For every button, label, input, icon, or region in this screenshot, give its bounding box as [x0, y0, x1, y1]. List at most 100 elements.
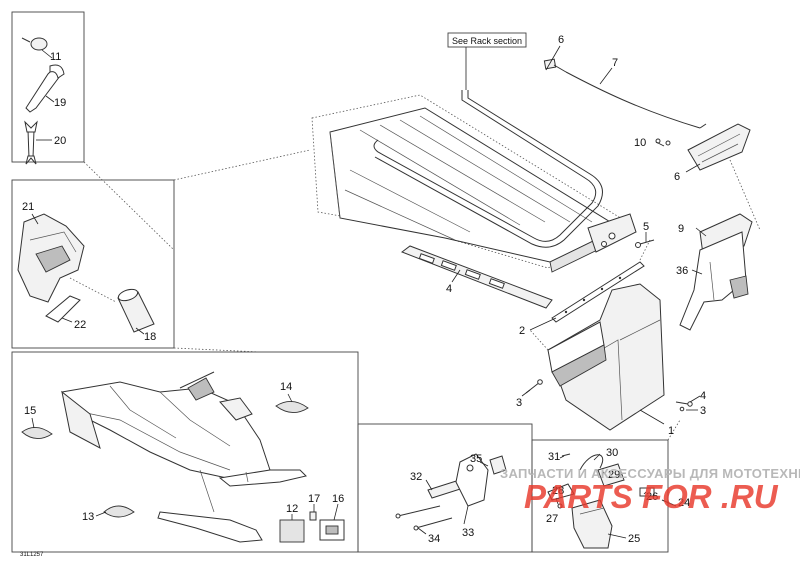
- part-34-bolt: [415, 517, 453, 529]
- part-14-decal: [103, 505, 135, 518]
- license-inset: [547, 453, 677, 549]
- frame-connector: [667, 419, 681, 441]
- screw-4: [675, 401, 689, 405]
- cover-vent: [35, 245, 71, 273]
- callout-14: 13: [82, 511, 94, 523]
- leader-29: [601, 471, 605, 475]
- harness-wire: [565, 71, 701, 129]
- frame-connector: [83, 161, 175, 251]
- part-16-decal: [21, 427, 53, 439]
- part-17-inner: [325, 525, 339, 535]
- callout-20: 19: [54, 97, 66, 109]
- part-2-strip: [551, 239, 651, 323]
- callout-7: 6: [674, 171, 680, 183]
- part-30-wire: [579, 454, 603, 471]
- rack-rib: [419, 115, 593, 223]
- bracket-hole: [466, 464, 474, 472]
- leader-20: [45, 95, 55, 103]
- callout-15: 14: [280, 381, 292, 393]
- bracket-36: [679, 231, 747, 331]
- leader-11: [655, 141, 665, 147]
- callout-19: 18: [144, 331, 156, 343]
- bracket-36-tab: [729, 275, 749, 299]
- frame-cover: [11, 179, 175, 349]
- tools-inset: [21, 37, 65, 165]
- part-31-screw: [561, 453, 571, 457]
- leader-32: [425, 479, 433, 491]
- rack-section-note[interactable]: See Rack section: [447, 32, 527, 90]
- part-11-grommet: [665, 140, 671, 146]
- holder-line: [579, 507, 605, 515]
- watermark-tagline: ЗАПЧАСТИ И АКСЕССУАРЫ ДЛЯ МОТОТЕХНИКИ: [500, 466, 800, 481]
- leader-3-left: [521, 389, 531, 397]
- frame-connector: [173, 149, 311, 181]
- part-8-9-harness: [543, 58, 707, 129]
- leader-15: [287, 393, 293, 403]
- rack-note-text: See Rack section: [452, 36, 522, 46]
- body-line: [71, 409, 231, 471]
- rack-assembly: [311, 90, 637, 273]
- callout-21: 20: [54, 135, 66, 147]
- callout-33: 33: [462, 527, 474, 539]
- rivet-strip: [551, 261, 645, 323]
- screw-3-right: [679, 406, 685, 412]
- taillight-line: [697, 133, 741, 157]
- windshield: [219, 397, 253, 421]
- cover-inset: [17, 213, 155, 333]
- frame-license: [531, 439, 669, 553]
- callout-3-right: 3: [700, 405, 706, 417]
- part-6-screw: [635, 239, 655, 248]
- callout-31: 31: [548, 451, 560, 463]
- wrench-head: [49, 64, 65, 79]
- part-1-mudflap: [529, 283, 665, 431]
- leader-19: [135, 327, 145, 335]
- leader-17: [333, 503, 339, 521]
- callout-8: 7: [612, 57, 618, 69]
- leader-9: [545, 45, 561, 71]
- leader-22: [31, 213, 39, 225]
- snowmobile-inset: [21, 371, 345, 543]
- leader-31: [559, 455, 565, 459]
- rack-rib: [344, 189, 456, 241]
- wrench-jaw-bottom: [25, 155, 37, 165]
- part-28-bracket: [547, 483, 575, 501]
- inset-frames: [11, 11, 761, 553]
- leader-2: [529, 317, 557, 331]
- callout-18: 17: [308, 493, 320, 505]
- suction-handle: [21, 37, 31, 43]
- strip-slot: [488, 278, 505, 289]
- strip-slot: [440, 260, 457, 271]
- callout-2: 2: [519, 325, 525, 337]
- callout-23: 22: [74, 319, 86, 331]
- mudflap-band: [551, 344, 607, 387]
- part-5-side-strip: [400, 245, 553, 309]
- callout-labels: 6 7 10 6 9 36 5 4 2 3 1 4 3 11 19 20 21 …: [20, 34, 706, 558]
- callout-25: 25: [628, 533, 640, 545]
- leader-33: [463, 505, 469, 525]
- callout-13: 12: [286, 503, 298, 515]
- leader-35: [479, 461, 489, 467]
- rack-rail: [373, 90, 597, 242]
- leader-4: [689, 395, 701, 403]
- callout-24: 24: [678, 497, 690, 509]
- rack-rail-inner: [374, 90, 603, 248]
- part-24-screw: [661, 499, 677, 507]
- leader-7: [685, 163, 701, 173]
- handlebar: [179, 371, 215, 389]
- frame-connector: [729, 159, 761, 231]
- part-34-bolt: [397, 505, 441, 517]
- harness-end: [699, 123, 707, 129]
- rack-bolt: [601, 241, 607, 247]
- rack-rib: [379, 124, 546, 223]
- callout-32: 32: [410, 471, 422, 483]
- body-line: [159, 391, 231, 447]
- rack-deck: [329, 107, 622, 263]
- leader-27: [555, 497, 559, 505]
- diagram-code: 31L1257: [20, 552, 44, 558]
- ski-strut: [199, 469, 215, 513]
- rack-bolt: [608, 232, 616, 240]
- part-15-decal: [275, 401, 309, 413]
- part-21-wrench: [27, 129, 35, 159]
- ski-strut: [245, 471, 249, 483]
